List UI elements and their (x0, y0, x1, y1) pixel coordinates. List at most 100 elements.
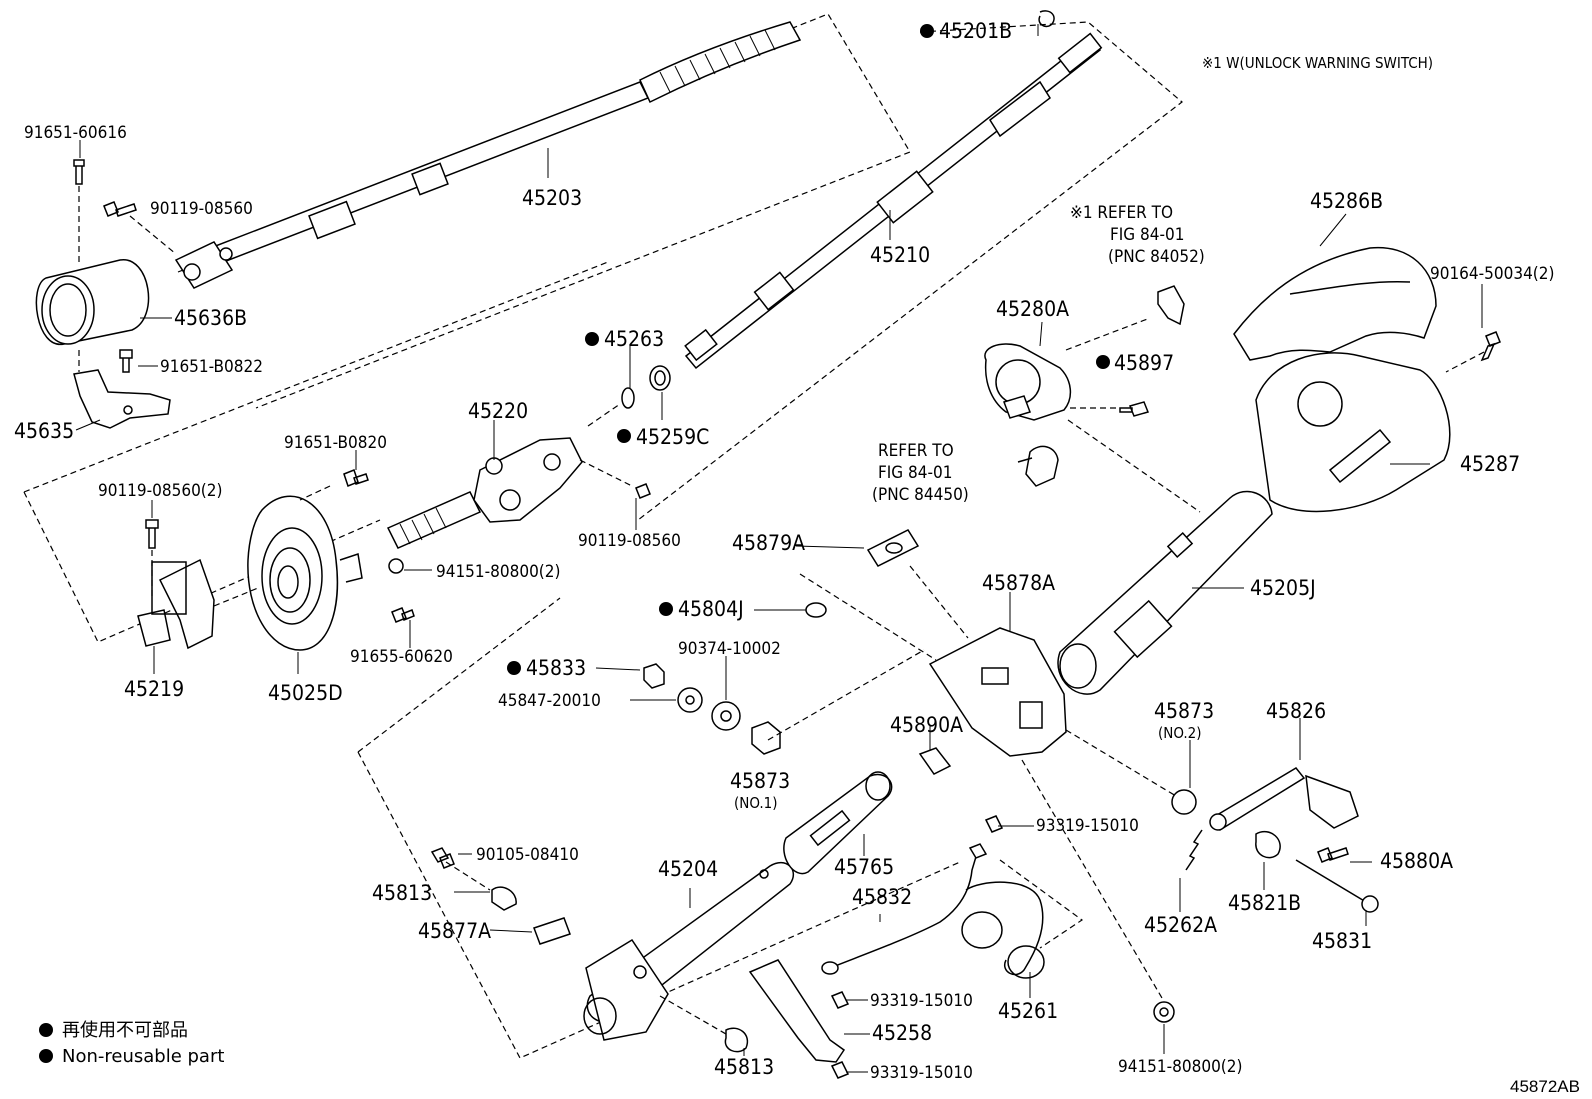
part-45879A-plate (866, 529, 920, 567)
ref-84450-line2: FIG 84-01 (878, 463, 952, 483)
non-reusable-marker: 45804J (659, 597, 744, 621)
label-45219: 45219 (124, 677, 184, 701)
part-45204-column-tube (583, 861, 795, 1041)
part-45635-bracket (73, 369, 171, 429)
label-45287: 45287 (1460, 452, 1520, 476)
part-45210-main-shaft (684, 32, 1103, 370)
label-45832: 45832 (852, 885, 912, 909)
label-45286B: 45286B (1310, 189, 1383, 213)
part-45878A-tilt-bracket (928, 627, 1067, 757)
label-45890A: 45890A (890, 713, 963, 737)
label-90164-50034-2: 90164-50034(2) (1430, 264, 1554, 284)
unlock-warning-switch-note: ※1 W(UNLOCK WARNING SWITCH) (1202, 54, 1433, 72)
label-45821B: 45821B (1228, 891, 1301, 915)
leader-lines (75, 24, 1483, 1073)
part-45261-spring (961, 881, 1045, 979)
label-45635: 45635 (14, 419, 74, 443)
label-94151-80800-2-bottom: 94151-80800(2) (1118, 1057, 1242, 1077)
label-90105-08410: 90105-08410 (476, 845, 579, 865)
refer-note-84052: ※1 REFER TO FIG 84-01 (PNC 84052) (1070, 203, 1205, 267)
fastener-90164 (1480, 331, 1501, 362)
label-45877A: 45877A (418, 919, 491, 943)
non-reusable-dot-icon (585, 332, 599, 346)
refer-note-84450: REFER TO FIG 84-01 (PNC 84450) (872, 441, 969, 505)
part-45765-sleeve (783, 771, 893, 875)
label-93319-15010-mid: 93319-15010 (870, 991, 973, 1011)
part-45259C-ring (649, 365, 671, 391)
non-reusable-marker: 45263 (585, 327, 664, 351)
label-91651-60616: 91651-60616 (24, 123, 127, 143)
non-reusable-dot-icon (1096, 355, 1110, 369)
label-91651-B0822: 91651-B0822 (160, 357, 263, 377)
ref-84052-line2: FIG 84-01 (1110, 225, 1184, 245)
fastener-bolts-mid-left (145, 403, 651, 623)
legend-jp: 再使用不可部品 (62, 1020, 188, 1041)
part-45280A-switch-body (984, 343, 1072, 421)
non-reusable-dot-icon (920, 24, 934, 38)
part-45205J-column-tube (1057, 490, 1273, 695)
label-45636B: 45636B (174, 306, 247, 330)
part-45636B-cover (35, 259, 150, 345)
label-45847-20010: 45847-20010 (498, 691, 601, 711)
label-45879A: 45879A (732, 531, 805, 555)
label-45897: 45897 (1114, 351, 1174, 375)
fastener-bolts-left (73, 159, 177, 373)
part-45219-bracket (137, 558, 215, 650)
part-84450-switch (1017, 445, 1059, 487)
label-45259C: 45259C (636, 425, 709, 449)
label-91651-B0820: 91651-B0820 (284, 433, 387, 453)
non-reusable-marker: 45897 (1096, 351, 1174, 375)
label-45210: 45210 (870, 243, 930, 267)
part-45025D-boot (247, 495, 363, 651)
label-45831: 45831 (1312, 929, 1372, 953)
label-45880A: 45880A (1380, 849, 1453, 873)
label-90119-08560-top: 90119-08560 (150, 199, 253, 219)
label-93319-15010-bottom: 93319-15010 (870, 1063, 973, 1083)
leaders-switch (1065, 317, 1485, 513)
label-45205J: 45205J (1250, 576, 1316, 600)
label-45826: 45826 (1266, 699, 1326, 723)
label-45263: 45263 (604, 327, 664, 351)
non-reusable-marker: 45833 (507, 656, 586, 680)
label-45261: 45261 (998, 999, 1058, 1023)
part-45832-ground-wire (821, 843, 988, 975)
non-reusable-dot-icon (507, 661, 521, 675)
non-reusable-dot-icon (39, 1023, 53, 1037)
part-84052-switch (1157, 285, 1185, 326)
label-45203: 45203 (522, 186, 582, 210)
part-45201B-clip (1038, 10, 1055, 28)
legend-en: Non-reusable part (62, 1046, 224, 1067)
legend: 再使用不可部品 Non-reusable part (39, 1020, 224, 1067)
part-45263-ring (621, 387, 635, 409)
part-45258-plate (748, 959, 846, 1063)
small-parts-lower-left (430, 815, 1004, 1079)
part-45826-lever (1209, 767, 1359, 832)
label-45813-bottom: 45813 (714, 1055, 774, 1079)
non-reusable-dot-icon (617, 429, 631, 443)
label-45262A: 45262A (1144, 913, 1217, 937)
part-45203-intermediate-shaft (174, 21, 802, 289)
label-45873-no2-sub: (NO.2) (1158, 724, 1202, 742)
part-45220-universal-joint (386, 437, 583, 549)
part-45287-lower-cover (1255, 352, 1451, 513)
label-45025D: 45025D (268, 681, 343, 705)
label-45258: 45258 (872, 1021, 932, 1045)
label-45878A: 45878A (982, 571, 1055, 595)
label-45220: 45220 (468, 399, 528, 423)
label-45873-no1-sub: (NO.1) (734, 794, 778, 812)
label-45833: 45833 (526, 656, 586, 680)
label-45280A: 45280A (996, 297, 1069, 321)
label-45873-no2: 45873 (1154, 699, 1214, 723)
label-45201B: 45201B (939, 19, 1012, 43)
non-reusable-marker: 45201B (920, 19, 1012, 43)
ref-84450-line1: REFER TO (878, 441, 954, 461)
label-45804J: 45804J (678, 597, 744, 621)
non-reusable-dot-icon (39, 1049, 53, 1063)
ref-84052-line3: (PNC 84052) (1108, 247, 1205, 267)
part-45286B-upper-cover (1233, 246, 1437, 361)
label-94151-80800-2-top: 94151-80800(2) (436, 562, 560, 582)
label-45813-left: 45813 (372, 881, 432, 905)
label-45204: 45204 (658, 857, 718, 881)
